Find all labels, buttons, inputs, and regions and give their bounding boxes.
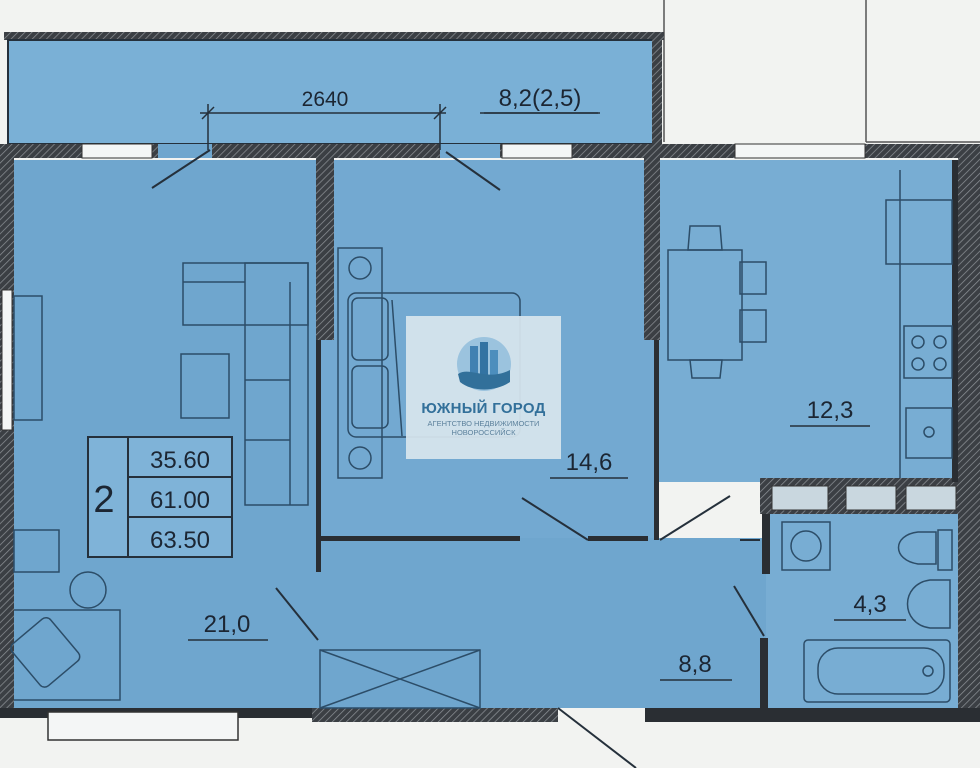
rooms-count: 2 xyxy=(93,479,114,521)
hallway-area-label: 8,8 xyxy=(678,651,711,678)
toilet xyxy=(897,531,937,565)
walls xyxy=(0,143,980,741)
nightstand-lamp xyxy=(348,256,372,280)
bed-headboard xyxy=(337,247,383,479)
partition-wall xyxy=(320,536,520,541)
chair xyxy=(689,359,723,379)
stove xyxy=(903,325,953,379)
watermark-title: ЮЖНЫЙ ГОРОД xyxy=(421,400,546,417)
hallway-floor xyxy=(320,538,766,708)
pillow xyxy=(351,297,389,361)
city-logo-icon xyxy=(457,337,511,391)
window xyxy=(501,143,573,159)
desk xyxy=(10,571,121,701)
window xyxy=(734,143,866,159)
entrance-wall xyxy=(312,708,558,722)
balcony-door-gap xyxy=(440,144,500,158)
wardrobe xyxy=(319,649,481,709)
neighbour-outline xyxy=(663,0,980,143)
partition-wall xyxy=(316,340,321,572)
bedroom-area-label: 14,6 xyxy=(566,449,613,476)
bathroom-furniture xyxy=(781,521,953,703)
partition-wall xyxy=(760,638,768,708)
nightstand-lamp xyxy=(348,446,372,470)
sofa xyxy=(182,262,309,506)
kitchen-floor xyxy=(658,160,958,482)
watermark-subtitle: АГЕНТСТВО НЕДВИЖИМОСТИ НОВОРОССИЙСК xyxy=(427,419,540,437)
partition-wall xyxy=(588,536,648,541)
chair xyxy=(739,309,767,343)
duct xyxy=(771,485,829,511)
pillow xyxy=(351,365,389,429)
duct xyxy=(845,485,897,511)
window xyxy=(1,289,13,431)
chair xyxy=(739,261,767,295)
partition-wall xyxy=(644,150,660,340)
kitchen-area-label: 12,3 xyxy=(807,397,854,424)
partition-wall xyxy=(762,514,770,574)
kitchen-furniture xyxy=(667,170,953,478)
living-room-floor xyxy=(14,160,320,708)
total-area-value: 61.00 xyxy=(150,487,210,514)
area-labels: 2640 8,2(2,5) 12,3 14,6 21,0 8,8 4,3 xyxy=(188,85,906,681)
washing-machine xyxy=(781,521,831,571)
doors xyxy=(151,149,765,768)
balcony-area-label: 8,2(2,5) xyxy=(499,85,582,112)
duct xyxy=(905,485,957,511)
balcony-door-gap xyxy=(158,144,212,158)
fridge xyxy=(885,199,953,265)
bathroom-area-label: 4,3 xyxy=(853,591,886,618)
balcony xyxy=(4,32,664,145)
exterior-wall-bottom-right xyxy=(645,708,980,722)
tv-unit xyxy=(13,295,43,421)
total-with-balcony-value: 63.50 xyxy=(150,527,210,554)
bathroom-sink xyxy=(906,579,951,629)
partition-wall xyxy=(316,150,334,340)
window xyxy=(81,143,153,159)
living-area-value: 35.60 xyxy=(150,447,210,474)
window xyxy=(47,711,239,741)
bathtub xyxy=(803,639,951,703)
kitchen-sink xyxy=(905,407,953,459)
bathroom-floor xyxy=(766,492,958,708)
watermark-logo: ЮЖНЫЙ ГОРОД АГЕНТСТВО НЕДВИЖИМОСТИ НОВОР… xyxy=(406,316,561,459)
coffee-table xyxy=(180,353,230,419)
balcony-dimension: 2640 xyxy=(302,88,349,111)
living-room-area-label: 21,0 xyxy=(204,611,251,638)
kitchen-wall xyxy=(952,160,958,482)
exterior-wall-right xyxy=(958,144,980,708)
living-room-furniture xyxy=(10,262,309,701)
armchair-side xyxy=(13,529,60,573)
chair xyxy=(687,225,723,251)
partition-wall xyxy=(654,340,659,540)
area-summary-table: 2 35.60 61.00 63.50 xyxy=(87,436,233,558)
